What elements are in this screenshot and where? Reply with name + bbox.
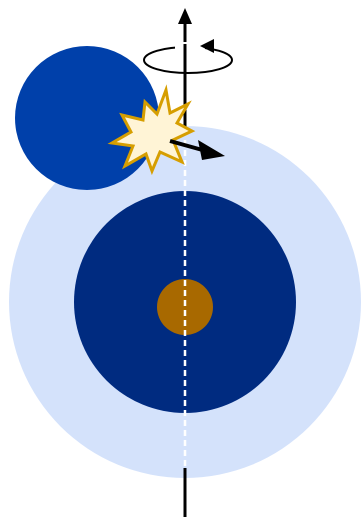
axis-arrow-icon [178,8,192,24]
center-core [157,279,213,335]
rotation-arrow-icon [144,39,232,75]
